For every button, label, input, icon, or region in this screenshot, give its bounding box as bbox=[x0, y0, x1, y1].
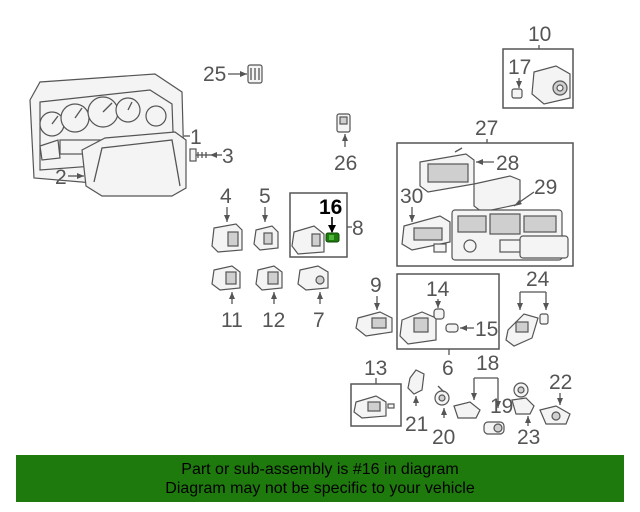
callout-label-7: 7 bbox=[313, 309, 325, 332]
callout-label-5: 5 bbox=[259, 185, 271, 208]
switch-13-part[interactable] bbox=[353, 395, 395, 419]
callout-14: 14 bbox=[426, 278, 450, 308]
callout-label-10: 10 bbox=[528, 23, 551, 46]
panel-29-part[interactable] bbox=[451, 175, 569, 261]
bulb-part[interactable] bbox=[336, 113, 351, 133]
callout-29: 29 bbox=[513, 176, 557, 207]
callout-label-6: 6 bbox=[442, 357, 454, 380]
callout-26: 26 bbox=[334, 134, 357, 175]
switch-13-box: 13 bbox=[350, 357, 402, 427]
switch-assembly-8-part[interactable] bbox=[291, 225, 325, 255]
callout-label-27: 27 bbox=[475, 117, 498, 140]
callout-label-4: 4 bbox=[220, 185, 232, 208]
callout-18: 18 bbox=[471, 352, 501, 408]
callout-label-20: 20 bbox=[432, 426, 455, 449]
callout-25: 25 bbox=[203, 63, 247, 86]
callout-15: 15 bbox=[460, 318, 498, 341]
banner-line-2: Diagram may not be specific to your vehi… bbox=[165, 479, 475, 497]
switch-assembly-8-box: 8 bbox=[289, 192, 364, 258]
callout-label-15: 15 bbox=[475, 318, 498, 341]
callout-label-21: 21 bbox=[405, 413, 428, 436]
callout-30: 30 bbox=[400, 185, 423, 222]
banner-line-1: Part or sub-assembly is #16 in diagram bbox=[181, 460, 459, 478]
callout-label-2: 2 bbox=[55, 166, 67, 189]
callout-19: 19 bbox=[490, 395, 513, 418]
callout-label-25: 25 bbox=[203, 63, 226, 86]
callout-3: 3 bbox=[210, 145, 234, 168]
socket-20-part[interactable] bbox=[434, 385, 450, 406]
switch-6-part[interactable] bbox=[399, 311, 437, 345]
bulb-14-part[interactable] bbox=[433, 308, 445, 320]
switch-10-part[interactable] bbox=[531, 65, 571, 105]
callout-label-12: 12 bbox=[262, 309, 285, 332]
callout-1: 1 bbox=[184, 126, 202, 149]
callout-2: 2 bbox=[55, 166, 84, 189]
callout-label-26: 26 bbox=[334, 152, 357, 175]
callout-label-16: 16 bbox=[319, 196, 342, 219]
switch-10-box: 10 bbox=[502, 23, 574, 109]
callout-23: 23 bbox=[517, 416, 540, 449]
callout-28: 28 bbox=[476, 152, 519, 175]
callout-label-1: 1 bbox=[190, 126, 202, 149]
callout-label-28: 28 bbox=[496, 152, 519, 175]
callout-label-9: 9 bbox=[370, 274, 382, 297]
bracket-30-part[interactable] bbox=[401, 215, 451, 253]
callout-20: 20 bbox=[432, 408, 455, 449]
callout-7: 7 bbox=[313, 292, 325, 332]
switch-5-part[interactable] bbox=[253, 225, 279, 251]
switch-12-part[interactable] bbox=[255, 265, 283, 291]
callout-5: 5 bbox=[259, 185, 271, 222]
cluster-lens-part[interactable] bbox=[81, 131, 187, 197]
switch-7-part[interactable] bbox=[297, 265, 329, 291]
callout-24: 24 bbox=[517, 268, 550, 310]
outlet-22-part[interactable] bbox=[539, 405, 571, 425]
switch-4-part[interactable] bbox=[211, 223, 243, 253]
callout-12: 12 bbox=[262, 292, 285, 332]
socket-23-part[interactable] bbox=[511, 382, 535, 415]
holder-21-part[interactable] bbox=[407, 369, 425, 395]
callout-21: 21 bbox=[405, 396, 428, 436]
callout-label-14: 14 bbox=[426, 278, 450, 301]
info-banner: Part or sub-assembly is #16 in diagram D… bbox=[16, 455, 624, 502]
display-28-part[interactable] bbox=[419, 147, 475, 193]
callout-9: 9 bbox=[370, 274, 382, 310]
switch-6-box: 6 bbox=[396, 273, 500, 380]
callout-label-22: 22 bbox=[549, 371, 572, 394]
callout-label-29: 29 bbox=[534, 176, 557, 199]
callout-label-13: 13 bbox=[364, 357, 387, 380]
bulb-17-part[interactable] bbox=[511, 88, 523, 99]
callout-label-3: 3 bbox=[222, 145, 234, 168]
switch-24-part[interactable] bbox=[505, 313, 549, 347]
callout-label-18: 18 bbox=[476, 352, 499, 375]
screw-part[interactable] bbox=[189, 148, 210, 162]
callout-label-30: 30 bbox=[400, 185, 423, 208]
callout-11: 11 bbox=[221, 292, 243, 332]
callout-17: 17 bbox=[508, 56, 531, 88]
callout-label-19: 19 bbox=[490, 395, 513, 418]
switch-11-part[interactable] bbox=[211, 265, 241, 291]
callout-label-17: 17 bbox=[508, 56, 531, 79]
callout-16: 16 bbox=[319, 196, 342, 233]
callout-label-8: 8 bbox=[352, 217, 364, 240]
bulb-15-part[interactable] bbox=[445, 323, 459, 333]
callout-label-23: 23 bbox=[517, 426, 540, 449]
callout-label-24: 24 bbox=[526, 268, 550, 291]
callout-4: 4 bbox=[220, 185, 232, 222]
callout-22: 22 bbox=[549, 371, 572, 405]
center-bezel-27-box: 27 bbox=[396, 117, 574, 267]
switch-9-part[interactable] bbox=[355, 311, 393, 337]
clip-part[interactable] bbox=[247, 64, 263, 84]
parts-diagram: 1 2 3 25 26 bbox=[29, 23, 574, 449]
bulb-16-highlighted-part[interactable] bbox=[325, 232, 340, 243]
callout-label-11: 11 bbox=[221, 309, 243, 332]
lighter-18-part[interactable] bbox=[453, 401, 505, 435]
